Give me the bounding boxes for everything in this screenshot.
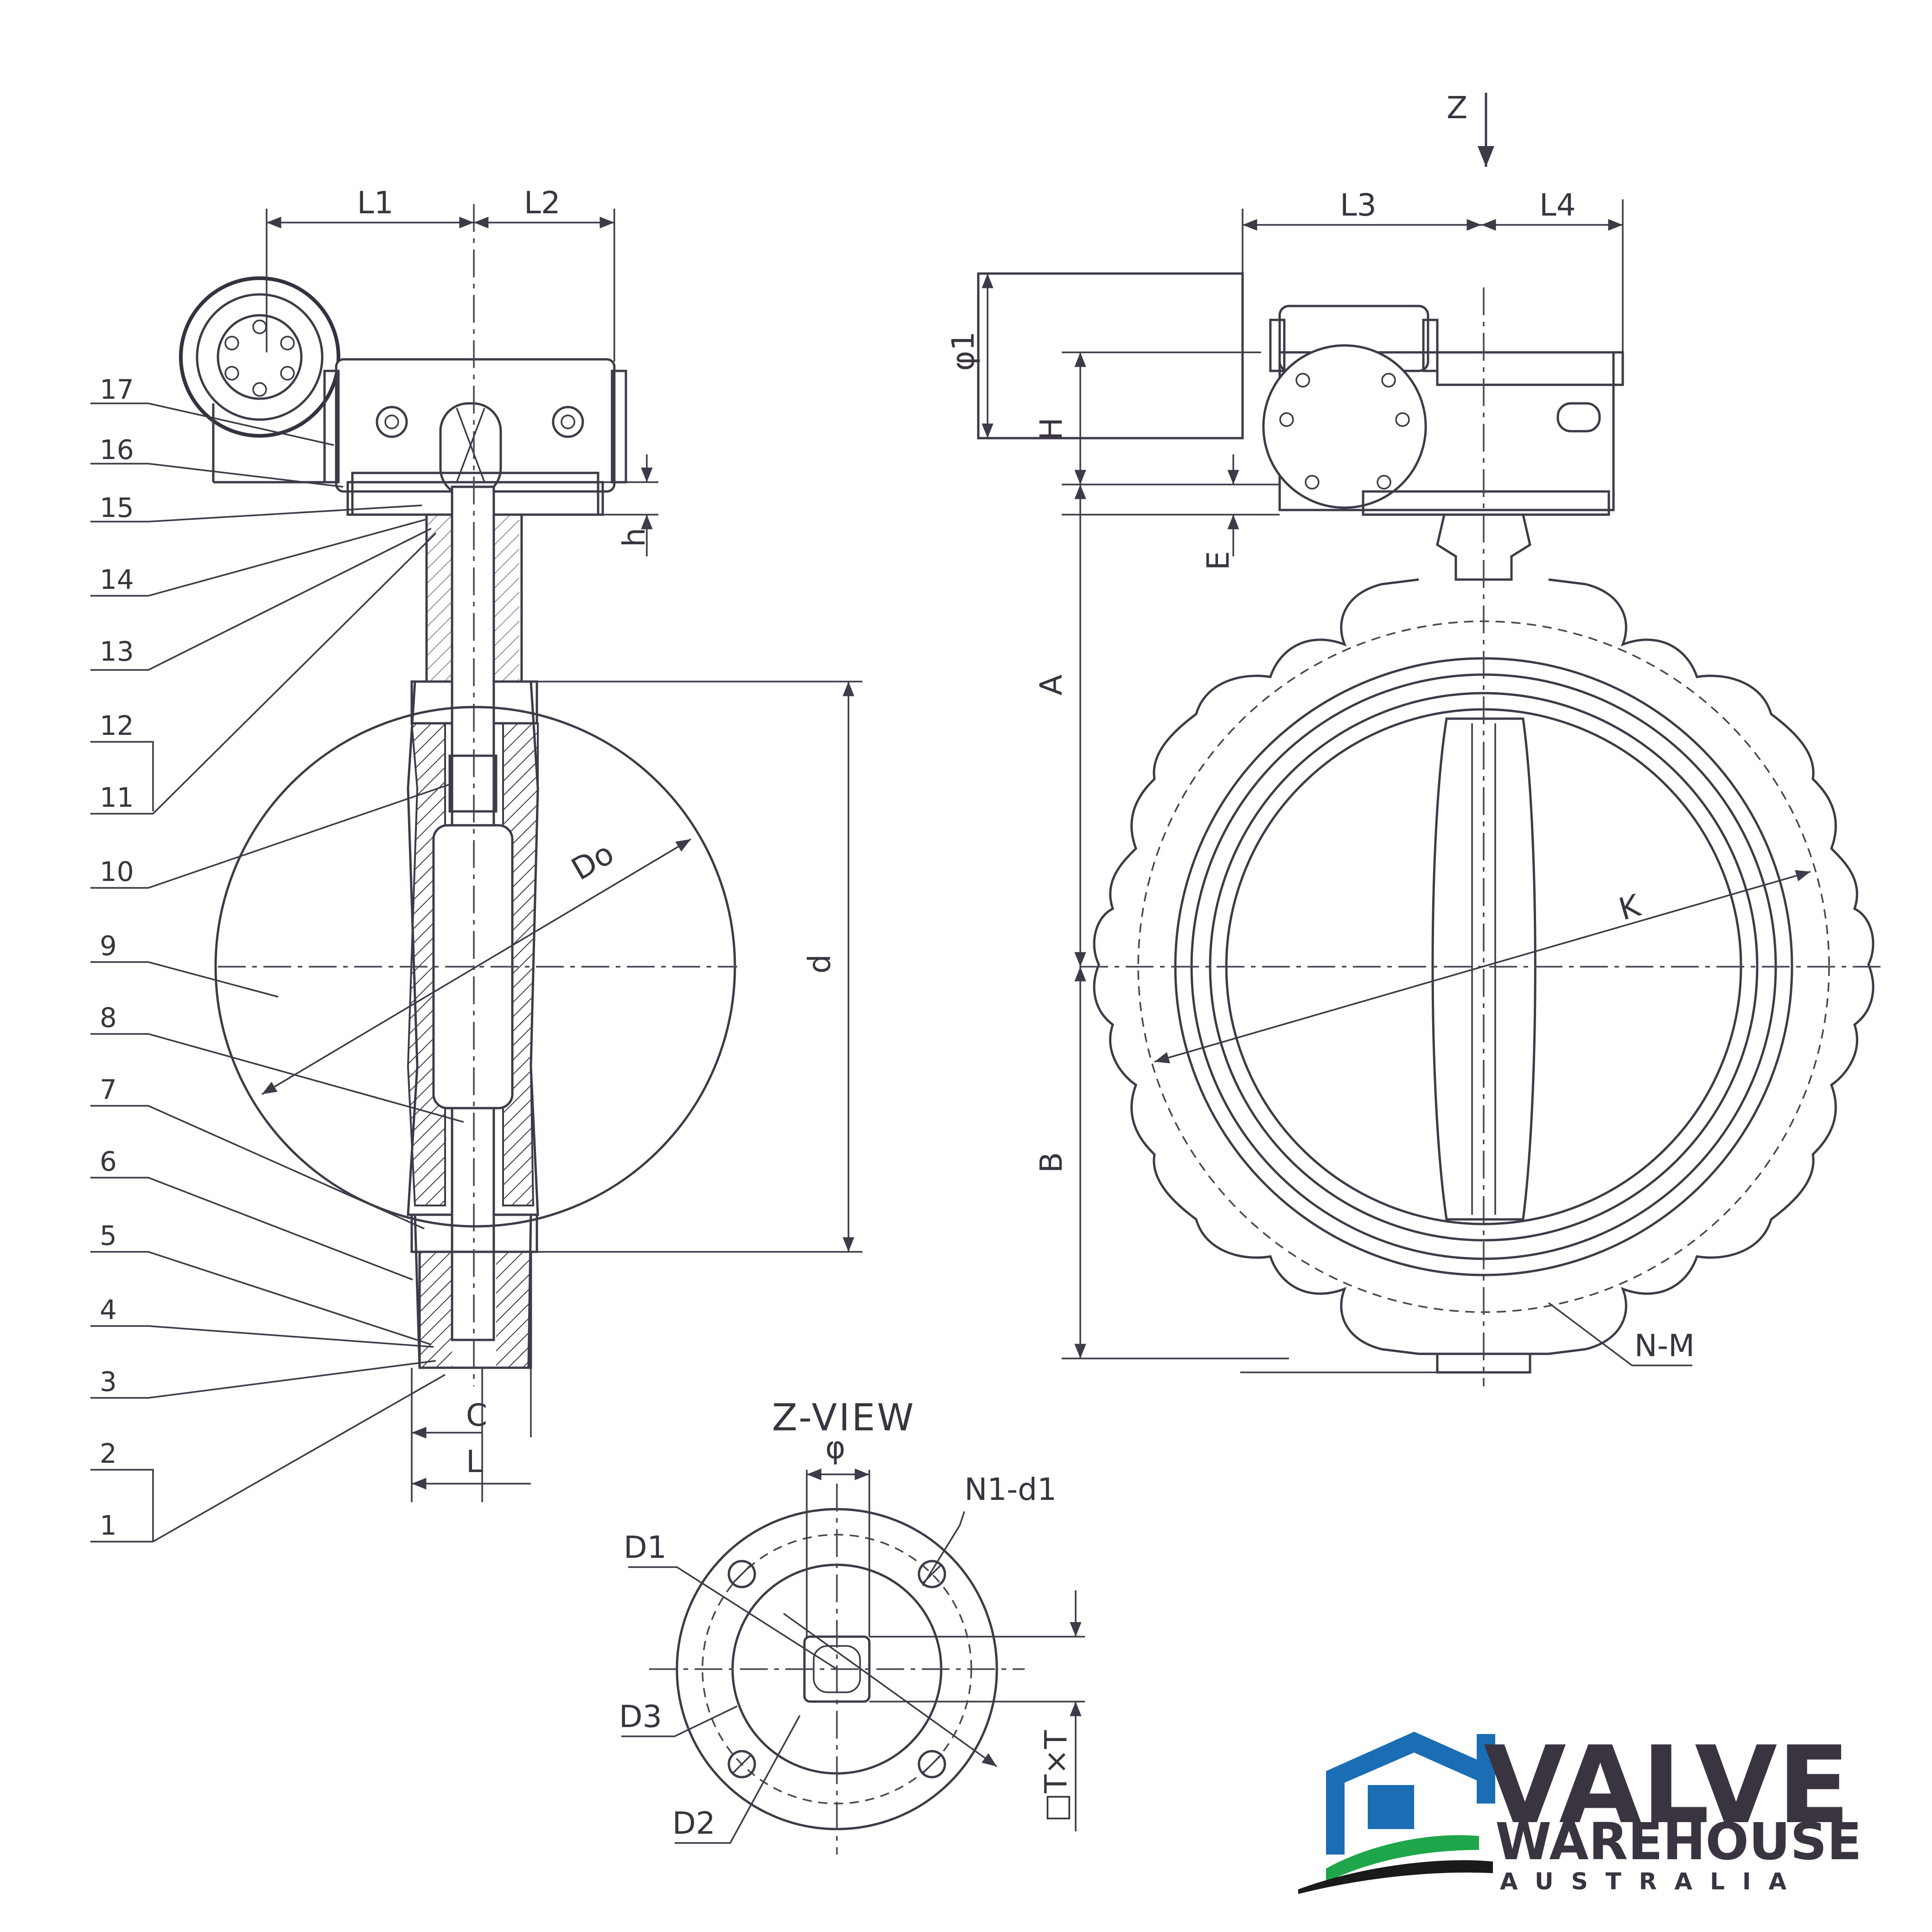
part-12: 12 [100,710,134,741]
z-view-title: Z-VIEW [772,1396,916,1439]
dim-L4: L4 [1539,187,1576,223]
dim-L1: L1 [357,185,394,221]
dim-Do: Do [566,835,620,887]
part-8: 8 [100,1002,117,1033]
part-10: 10 [100,856,134,887]
part-7: 7 [100,1074,117,1105]
valve-warehouse-logo: VALVE WAREHOUSE AUSTRALIA [1298,1724,1862,1895]
dim-H: H [1033,417,1069,440]
part-15: 15 [100,492,134,523]
dim-phi: φ [825,1430,846,1466]
part-9: 9 [100,930,117,962]
dim-N1-d1: N1-d1 [964,1472,1057,1507]
handwheel [179,276,340,438]
part-2: 2 [100,1438,117,1469]
dim-L2: L2 [524,185,561,221]
dim-B: B [1033,1152,1069,1173]
dim-D2: D2 [672,1805,715,1841]
dim-D1: D1 [624,1530,667,1565]
dim-d: d [802,954,837,974]
section-view: Do d L1 L2 h C L [90,185,862,1543]
part-13: 13 [100,636,134,667]
part-11: 11 [100,782,134,813]
logo-word-australia: AUSTRALIA [1500,1868,1804,1895]
part-14: 14 [100,564,134,595]
part-5: 5 [100,1220,117,1251]
dim-N-M: N-M [1634,1328,1695,1364]
part-6: 6 [100,1146,117,1177]
logo-house-icon [1326,1732,1495,1855]
dim-D3: D3 [619,1699,662,1734]
z-view: Z-VIEW φ N1-d1 D1 D3 [619,1396,1085,1855]
part-17: 17 [100,374,134,405]
front-view: Z L3 L4 φ1 [945,90,1887,1386]
dim-L: L [466,1444,483,1479]
dim-A: A [1033,675,1069,695]
part-3: 3 [100,1366,117,1397]
dim-C: C [466,1397,487,1433]
dim-phi1: φ1 [945,331,981,371]
dim-h: h [616,528,652,547]
z-view-bolt-holes [727,1560,946,1779]
part-callouts: 17 16 15 14 13 12 11 10 9 8 7 6 5 4 3 2 … [90,374,464,1543]
dim-TxT: □T×T [1038,1730,1074,1822]
logo-word-warehouse: WAREHOUSE [1495,1812,1862,1871]
gearbox [212,358,627,516]
part-4: 4 [100,1294,117,1326]
gearbox-front [1262,305,1624,516]
dim-K: K [1615,887,1645,927]
logo-word-valve: VALVE [1484,1724,1850,1848]
part-1: 1 [100,1510,117,1541]
view-arrow-Z: Z [1447,90,1467,126]
part-16: 16 [100,434,134,465]
dim-L3: L3 [1340,187,1377,223]
dim-E: E [1200,551,1236,570]
